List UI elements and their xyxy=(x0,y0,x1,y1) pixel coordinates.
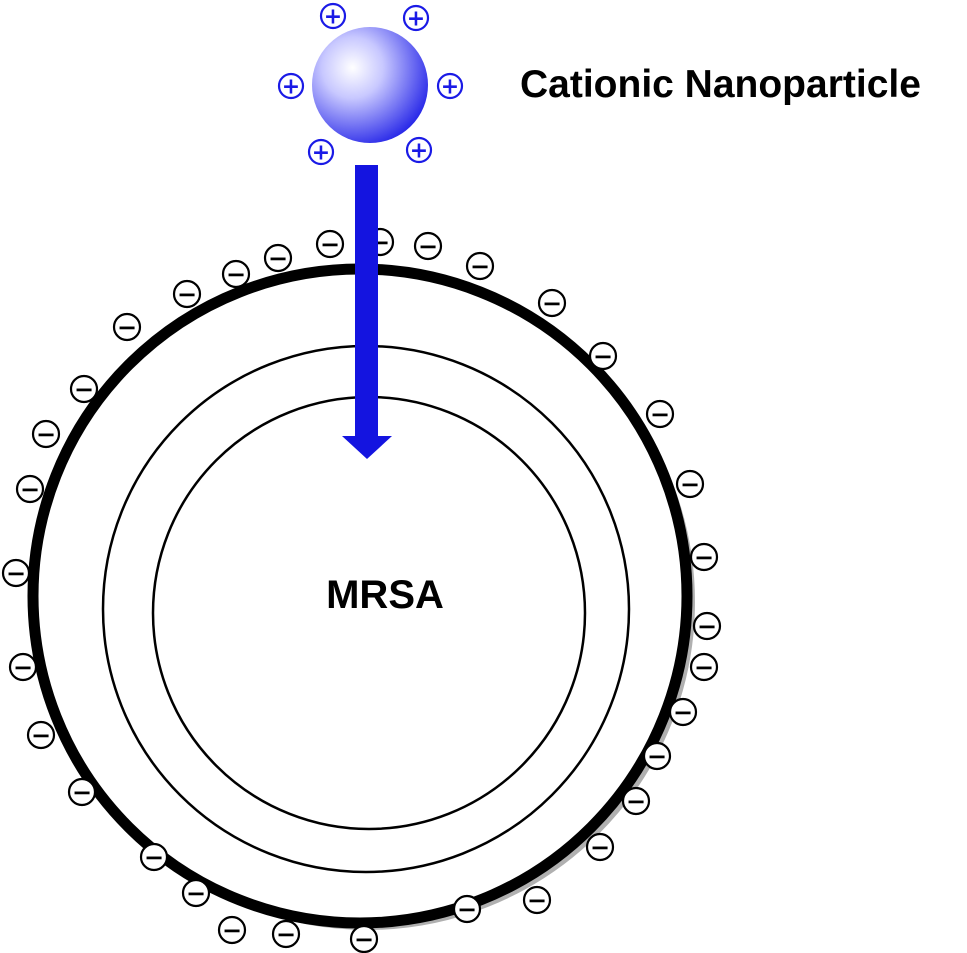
minus-in-circle-icon: − xyxy=(645,399,675,428)
svg-text:+: + xyxy=(441,75,459,100)
minus-in-circle-icon: − xyxy=(585,832,615,861)
minus-in-circle-icon: − xyxy=(172,279,202,308)
minus-in-circle-icon: − xyxy=(621,786,651,815)
down-arrow-icon xyxy=(342,165,392,459)
minus-in-circle-icon: − xyxy=(271,919,301,948)
plus-in-circle-icon: + xyxy=(319,2,347,30)
cell-label: MRSA xyxy=(326,573,444,617)
minus-in-circle-icon: − xyxy=(26,720,56,749)
svg-text:−: − xyxy=(593,342,613,370)
minus-in-circle-icon: − xyxy=(67,777,97,806)
arrow-head xyxy=(342,436,392,459)
minus-in-circle-icon: − xyxy=(181,878,211,907)
svg-text:+: + xyxy=(312,141,330,166)
svg-text:−: − xyxy=(694,653,714,681)
svg-text:−: − xyxy=(457,895,477,923)
plus-in-circle-icon: + xyxy=(277,72,305,100)
minus-in-circle-icon: − xyxy=(1,558,31,587)
svg-text:−: − xyxy=(74,375,94,403)
minus-in-circle-icon: − xyxy=(522,885,552,914)
svg-text:−: − xyxy=(36,420,56,448)
plus-in-circle-icon: + xyxy=(307,138,335,166)
nanoparticle-sphere xyxy=(312,27,428,143)
svg-text:−: − xyxy=(20,475,40,503)
svg-text:−: − xyxy=(680,470,700,498)
minus-in-circle-icon: − xyxy=(413,231,443,260)
minus-in-circle-icon: − xyxy=(69,374,99,403)
svg-text:−: − xyxy=(542,289,562,317)
minus-in-circle-icon: − xyxy=(465,251,495,280)
svg-text:−: − xyxy=(13,653,33,681)
svg-text:−: − xyxy=(144,843,164,871)
svg-text:−: − xyxy=(673,698,693,726)
svg-text:+: + xyxy=(407,7,425,32)
plus-in-circle-icon: + xyxy=(436,72,464,100)
minus-in-circle-icon: − xyxy=(452,894,482,923)
svg-text:−: − xyxy=(268,244,288,272)
svg-text:−: − xyxy=(117,313,137,341)
minus-in-circle-icon: − xyxy=(689,542,719,571)
minus-in-circle-icon: − xyxy=(537,288,567,317)
svg-text:−: − xyxy=(697,612,717,640)
plus-in-circle-icon: + xyxy=(405,136,433,164)
minus-in-circle-icon: − xyxy=(675,469,705,498)
plus-in-circle-icon: + xyxy=(402,4,430,32)
minus-in-circle-icon: − xyxy=(692,611,722,640)
minus-in-circle-icon: − xyxy=(139,842,169,871)
svg-text:−: − xyxy=(527,886,547,914)
minus-in-circle-icon: − xyxy=(349,924,379,953)
svg-text:−: − xyxy=(320,230,340,258)
minus-in-circle-icon: − xyxy=(642,741,672,770)
minus-in-circle-icon: − xyxy=(217,915,247,944)
svg-text:−: − xyxy=(72,778,92,806)
svg-text:−: − xyxy=(626,787,646,815)
svg-text:−: − xyxy=(276,920,296,948)
svg-text:+: + xyxy=(410,139,428,164)
minus-in-circle-icon: − xyxy=(15,474,45,503)
cationic-nanoparticle xyxy=(312,27,428,143)
minus-in-circle-icon: − xyxy=(588,341,618,370)
minus-in-circle-icon: − xyxy=(31,419,61,448)
minus-in-circle-icon: − xyxy=(221,259,251,288)
minus-in-circle-icon: − xyxy=(263,243,293,272)
minus-in-circle-icon: − xyxy=(8,652,38,681)
minus-in-circle-icon: − xyxy=(668,697,698,726)
svg-text:−: − xyxy=(354,925,374,953)
svg-text:−: − xyxy=(694,543,714,571)
svg-text:−: − xyxy=(647,742,667,770)
svg-text:−: − xyxy=(31,721,51,749)
arrow-shaft xyxy=(355,165,378,437)
svg-text:−: − xyxy=(418,232,438,260)
minus-in-circle-icon: − xyxy=(315,229,345,258)
svg-text:−: − xyxy=(226,260,246,288)
svg-text:+: + xyxy=(282,75,300,100)
svg-text:−: − xyxy=(650,400,670,428)
positive-charges: + + + + + + xyxy=(277,2,464,166)
svg-text:−: − xyxy=(222,916,242,944)
minus-in-circle-icon: − xyxy=(689,652,719,681)
svg-text:−: − xyxy=(177,280,197,308)
negative-charges: −−−−−−−−−−−−−−−−−−−−−−−−−−−−−−−−− xyxy=(1,227,722,953)
svg-text:−: − xyxy=(470,252,490,280)
svg-text:+: + xyxy=(324,5,342,30)
svg-text:−: − xyxy=(6,559,26,587)
svg-text:−: − xyxy=(590,833,610,861)
minus-in-circle-icon: − xyxy=(112,312,142,341)
nanoparticle-label: Cationic Nanoparticle xyxy=(520,63,921,106)
svg-text:−: − xyxy=(186,879,206,907)
